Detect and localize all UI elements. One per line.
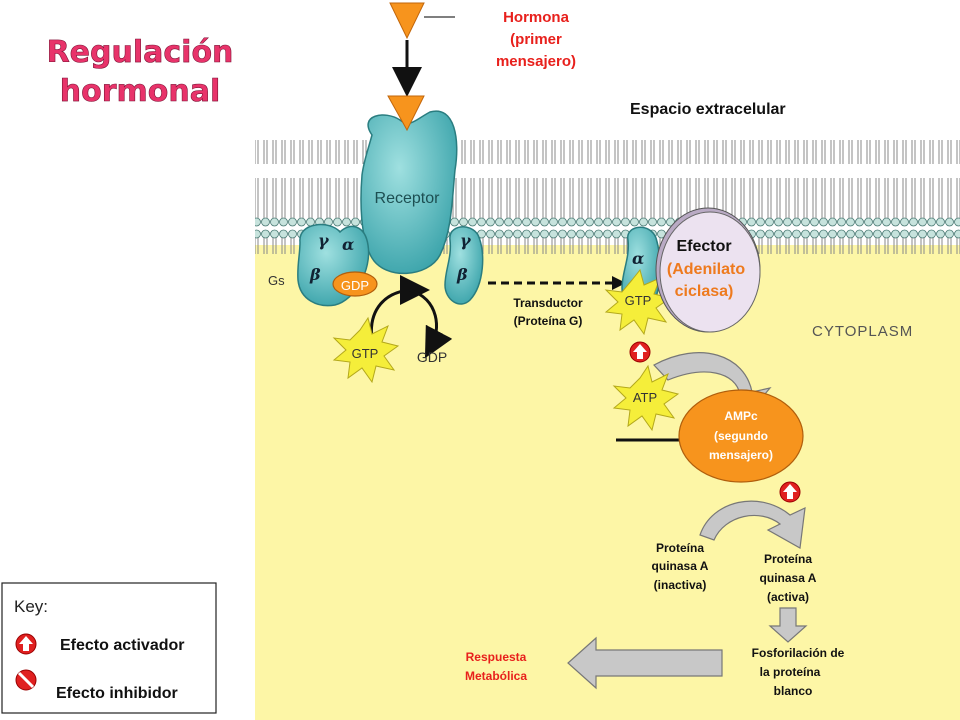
g-protein-active: α GTP — [604, 226, 672, 336]
key-inhibitor-label: Efecto inhibidor — [56, 685, 178, 702]
atp-label: ATP — [633, 390, 657, 405]
effector: Efector (Adenilato ciclasa) — [655, 207, 761, 333]
phosphorylation-line2: la proteína — [760, 665, 821, 679]
pka-inactive-line1: Proteína — [656, 541, 704, 555]
pka-inactive-line3: (inactiva) — [654, 578, 707, 592]
key-title: Key: — [14, 597, 48, 616]
effector-title: Efector — [676, 238, 731, 255]
gamma-label-left: γ — [318, 231, 330, 250]
receptor-label: Receptor — [375, 190, 441, 207]
pka-active-line3: (activa) — [767, 590, 809, 604]
gs-label: Gs — [268, 273, 285, 288]
gdp-bound-shape — [332, 271, 378, 297]
beta-label-left: β — [309, 265, 321, 284]
activator-icon — [779, 481, 801, 503]
page-title-line1: Regulación — [47, 35, 234, 70]
effector-sub2: ciclasa) — [675, 283, 734, 300]
ampc-second-messenger: AMPc (segundo mensajero) — [678, 389, 804, 483]
extracellular-label: Espacio extracelular — [630, 101, 786, 118]
cytoplasm-area — [255, 245, 960, 720]
gtp-gdp-exchange: GTP GDP — [332, 275, 453, 384]
bound-hormone-icon — [387, 95, 425, 132]
transducer-label-1: Transductor — [513, 296, 583, 310]
gtp-free-label: GTP — [352, 346, 379, 361]
gdp-bound-label: GDP — [341, 278, 369, 293]
activator-icon — [15, 633, 37, 655]
hormone-line2: (primer — [510, 31, 562, 48]
ampc-line3: mensajero) — [709, 448, 773, 462]
page-title-line2: hormonal — [60, 74, 221, 109]
atp-starburst-icon — [612, 364, 680, 432]
response-arrow — [567, 636, 723, 690]
g-protein-inactive: γ α β γ β GDP Gs — [268, 223, 484, 307]
transducer-arrow — [488, 276, 626, 290]
activator-icon — [629, 341, 651, 363]
receptor: Receptor — [360, 95, 458, 275]
beta-label-right: β — [456, 265, 468, 284]
pka-inactive-line2: quinasa A — [652, 559, 709, 573]
pka-active-line2: quinasa A — [760, 571, 817, 585]
response-line2: Metabólica — [465, 669, 527, 683]
alpha-label-left: α — [342, 235, 354, 254]
pka-active-line1: Proteína — [764, 552, 812, 566]
cytoplasm-label: CYTOPLASM — [812, 323, 913, 340]
response-line1: Respuesta — [466, 650, 527, 664]
phosphorylation-line1: Fosforilación de — [752, 646, 845, 660]
gtp-active-label: GTP — [625, 293, 652, 308]
gtp-starburst-icon — [332, 316, 400, 384]
ampc-line1: AMPc — [724, 409, 758, 423]
inhibitor-icon — [15, 669, 37, 691]
transducer-label-2: (Proteína G) — [514, 314, 583, 328]
ampc-line2: (segundo — [714, 429, 768, 443]
phosphorylation-arrow — [768, 607, 808, 643]
hormone-line3: mensajero) — [496, 53, 576, 70]
key-activator-label: Efecto activador — [60, 637, 184, 654]
pka-activation-arrow — [699, 481, 806, 549]
hormone-molecule — [389, 2, 455, 97]
alpha-label-active: α — [632, 249, 644, 268]
effector-sub1: (Adenilato — [667, 261, 745, 278]
legend-key: Key: Efecto activador Efecto inhibidor — [1, 582, 217, 714]
hormone-triangle-icon — [389, 2, 425, 40]
gamma-label-right: γ — [460, 231, 472, 250]
hormone-line1: Hormona — [503, 9, 569, 26]
gdp-free-label: GDP — [417, 349, 447, 365]
phosphorylation-line3: blanco — [774, 684, 813, 698]
